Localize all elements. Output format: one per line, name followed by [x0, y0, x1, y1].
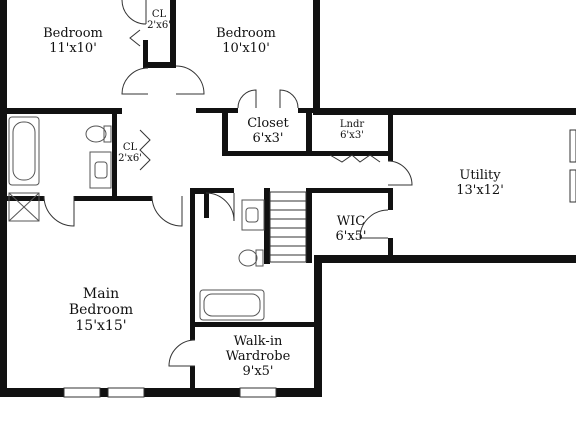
bifold-cl-bath [139, 129, 151, 171]
room-size: 13'x12' [456, 183, 504, 198]
room-label-cl-bath: CL 2'x6' [114, 142, 146, 164]
stair-outline [269, 191, 307, 263]
tub-2 [199, 289, 265, 321]
door-swing-closet-1 [237, 89, 257, 109]
room-size: 15'x15' [75, 318, 127, 334]
room-name: Bedroom [216, 26, 276, 41]
room-name: CL [122, 142, 138, 153]
room-name-line-2: Wardrobe [225, 349, 291, 364]
room-label-bedroom-n: Bedroom 10'x10' [206, 26, 286, 56]
toilet-1 [85, 125, 107, 143]
window-east-1 [569, 129, 576, 163]
room-size: 2'x6' [147, 20, 171, 31]
door-swing-cl-top-1 [121, 0, 147, 25]
walls [0, 0, 576, 397]
room-label-closet: Closet 6'x3' [236, 116, 300, 146]
room-size: 9'x5' [242, 364, 274, 379]
room-name: Closet [247, 116, 289, 131]
room-size: 2'x6' [118, 153, 142, 164]
tub-1 [8, 116, 40, 186]
room-label-walk-in-wardrobe: Walk-in Wardrobe 9'x5' [212, 334, 304, 379]
windows [63, 129, 576, 398]
room-label-cl-top: CL 2'x6' [143, 9, 175, 31]
room-label-main-bedroom: Main Bedroom 15'x15' [56, 286, 146, 334]
room-name-line-2: Bedroom [68, 302, 134, 318]
room-label-wic: WIC 6'x5' [322, 214, 380, 244]
shower-1 [8, 192, 40, 222]
toilet-2 [238, 249, 258, 267]
door-swing-main [151, 195, 183, 227]
window-south-1 [63, 387, 101, 398]
door-swing-wic [359, 209, 389, 239]
bath-fixtures [8, 116, 265, 321]
room-size: 6'x3' [340, 130, 364, 141]
window-east-2 [569, 169, 576, 203]
room-name: CL [151, 9, 167, 20]
room-label-bedroom-nw: Bedroom 11'x10' [34, 26, 112, 56]
door-swing-closet-2 [279, 89, 299, 109]
window-south-3 [239, 387, 277, 398]
bifold-laundry [329, 154, 381, 163]
window-south-2 [107, 387, 145, 398]
room-size: 10'x10' [222, 41, 270, 56]
door-swing-wardrobe [168, 339, 196, 367]
room-name: Lndr [339, 119, 365, 130]
room-name: Main [82, 286, 120, 302]
door-swing-bedroom-nw [121, 67, 149, 95]
room-label-utility: Utility 13'x12' [444, 168, 516, 198]
room-name: Utility [459, 168, 501, 183]
door-swing-bedroom-n [175, 65, 205, 95]
room-size: 6'x5' [335, 229, 367, 244]
room-size: 6'x3' [252, 131, 284, 146]
room-size: 11'x10' [49, 41, 97, 56]
room-name: WIC [336, 214, 366, 229]
room-name: Walk-in [233, 334, 283, 349]
vanity-1 [89, 151, 112, 189]
door-swing-utility [387, 160, 413, 186]
door-swing-bath-1 [43, 195, 75, 227]
door-swing-bath-2 [205, 192, 235, 222]
stairs [269, 191, 307, 263]
vanity-2 [241, 199, 265, 231]
room-name: Bedroom [43, 26, 103, 41]
door-swings [43, 0, 413, 367]
room-label-laundry: Lndr 6'x3' [328, 119, 376, 141]
bifold-cl-top [129, 29, 141, 47]
